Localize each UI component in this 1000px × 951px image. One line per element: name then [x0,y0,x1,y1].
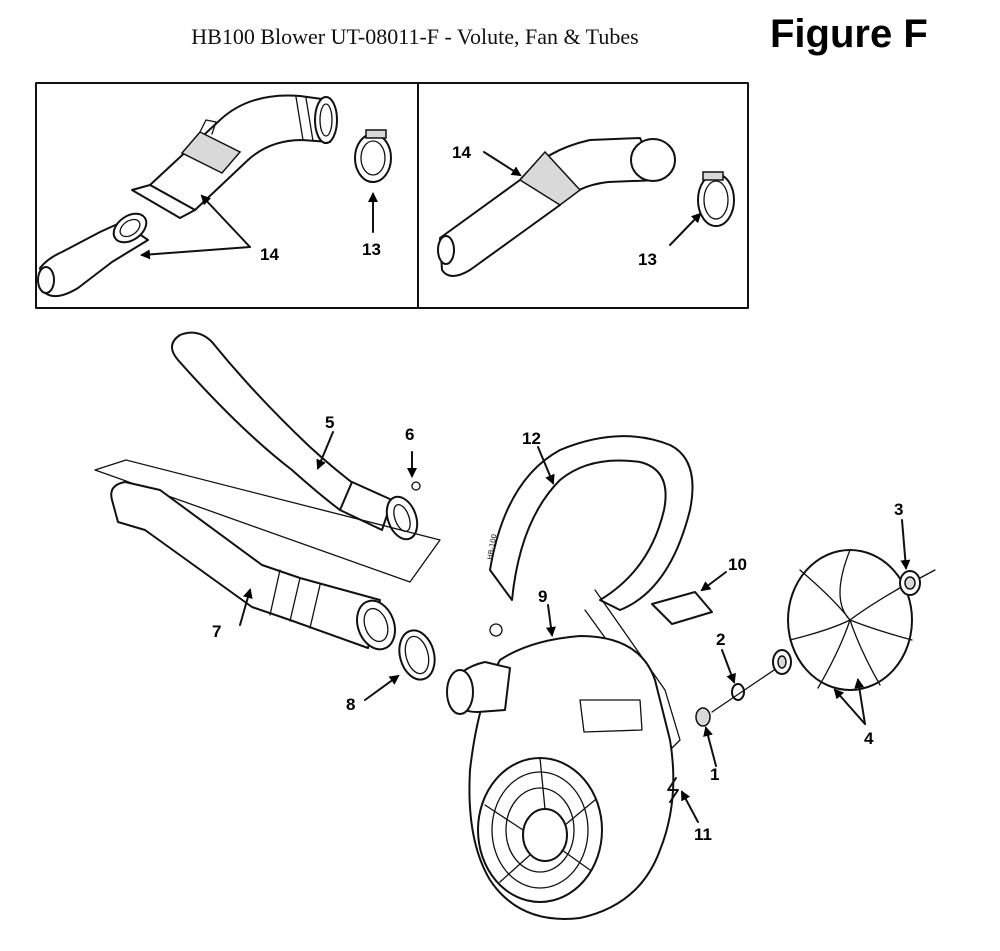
callout-4: 4 [864,729,874,748]
callout-11: 11 [694,825,712,844]
callout-3: 3 [894,500,903,519]
callout-arrows [239,431,911,823]
clip-part-11 [667,777,679,803]
callout-14-left: 14 [260,245,279,264]
rigid-tube-part-7 [110,481,396,651]
inset-left-tube-assembly [37,94,392,298]
diagram-title: HB100 Blower UT-08011-F - Volute, Fan & … [191,24,639,49]
callout-14-right: 14 [452,143,471,162]
callout-10: 10 [728,555,747,574]
callout-6: 6 [405,425,414,444]
callout-12: 12 [522,429,541,448]
callout-13-left: 13 [362,240,381,259]
callout-9: 9 [538,587,547,606]
callout-13-right: 13 [638,250,657,269]
plate-part-10 [651,591,713,625]
nut-part-1 [695,707,711,727]
flex-hose-part-5 [171,331,421,541]
callout-1: 1 [710,765,719,784]
callout-8: 8 [346,695,355,714]
volute-housing-part-9 [446,635,675,920]
callout-5: 5 [325,413,334,432]
inset-right-tube [437,137,735,277]
mounting-sheet [94,459,441,583]
figure-label: Figure F [770,12,928,56]
callout-2: 2 [716,630,725,649]
clamp-part-8 [398,629,436,681]
cap-part-3 [899,569,936,596]
inset-frame [35,82,749,309]
fan-part-4 [772,549,913,691]
callout-7: 7 [212,622,221,641]
